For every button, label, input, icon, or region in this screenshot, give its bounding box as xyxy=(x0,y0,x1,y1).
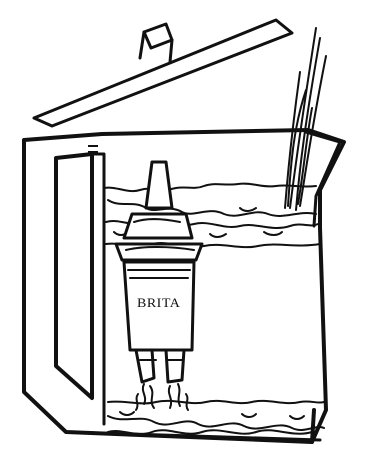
brand-label: BRITA xyxy=(137,297,195,312)
grass-bundle xyxy=(285,28,326,210)
lower-water xyxy=(108,401,324,434)
lid-tab xyxy=(144,24,172,48)
lid xyxy=(34,20,292,126)
filter-cartridge xyxy=(116,162,202,382)
filter-leg-right xyxy=(166,350,184,382)
inner-wall-lines xyxy=(88,146,98,152)
filter-collar xyxy=(124,214,192,238)
falling-water xyxy=(136,384,188,410)
filter-top-spout xyxy=(146,162,172,208)
filter-leg-left xyxy=(136,350,154,382)
